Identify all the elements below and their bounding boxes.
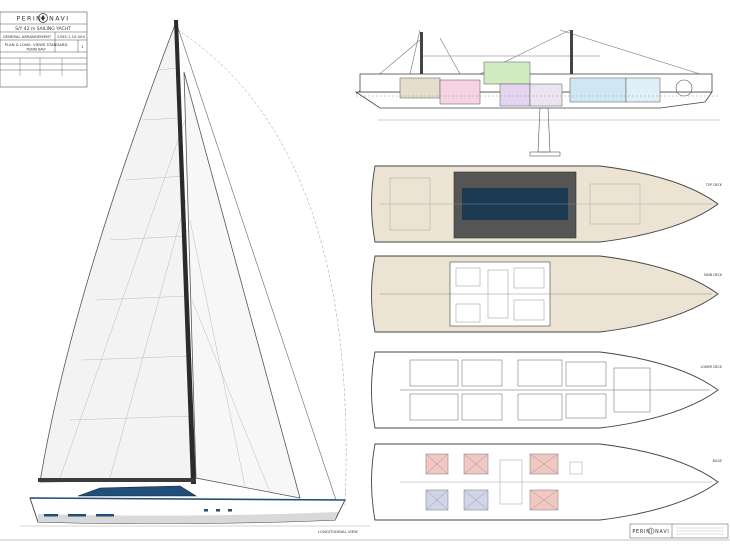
drawing-subtitle-2: PERINI NAVI (27, 48, 46, 52)
project-name: S/Y 42 m SAILING YACHT (15, 26, 71, 32)
drawing-number: 2395.1.10.004 (57, 34, 85, 39)
sheet-number: 1 (81, 44, 84, 49)
deck-label-top: TOP DECK (705, 183, 723, 187)
deck-label-bilge: BILGE (713, 459, 722, 463)
drawing-subtitle: PLAN & LONG. VIEWS STANDARD (5, 42, 68, 47)
deck-label-main: MAIN DECK (704, 273, 723, 277)
drawing-title: GENERAL ARRANGEMENT (3, 34, 52, 39)
bottom-logo-block: PERINI NAVI (629, 523, 729, 539)
main-deck-plan: MAIN DECK (371, 255, 723, 333)
perini-logo-icon-small (647, 527, 655, 535)
hull-profile: LONGITUDINAL VIEW (20, 485, 370, 534)
sail-plan (38, 20, 347, 507)
bilge-plan: BILGE (371, 443, 722, 521)
inboard-profile (354, 29, 720, 157)
profile-label: LONGITUDINAL VIEW (318, 529, 358, 534)
bottom-logo: PERINI NAVI (632, 529, 669, 535)
title-block: PERINI NAVI S/Y 42 m SAILING YACHT GENER… (0, 11, 88, 88)
lower-deck-plan: LOWER DECK (371, 351, 723, 429)
company-name: PERINI NAVI (16, 16, 69, 23)
deck-label-lower: LOWER DECK (701, 365, 723, 369)
top-deck-plan: TOP DECK (371, 165, 723, 243)
perini-logo-icon (38, 13, 48, 23)
